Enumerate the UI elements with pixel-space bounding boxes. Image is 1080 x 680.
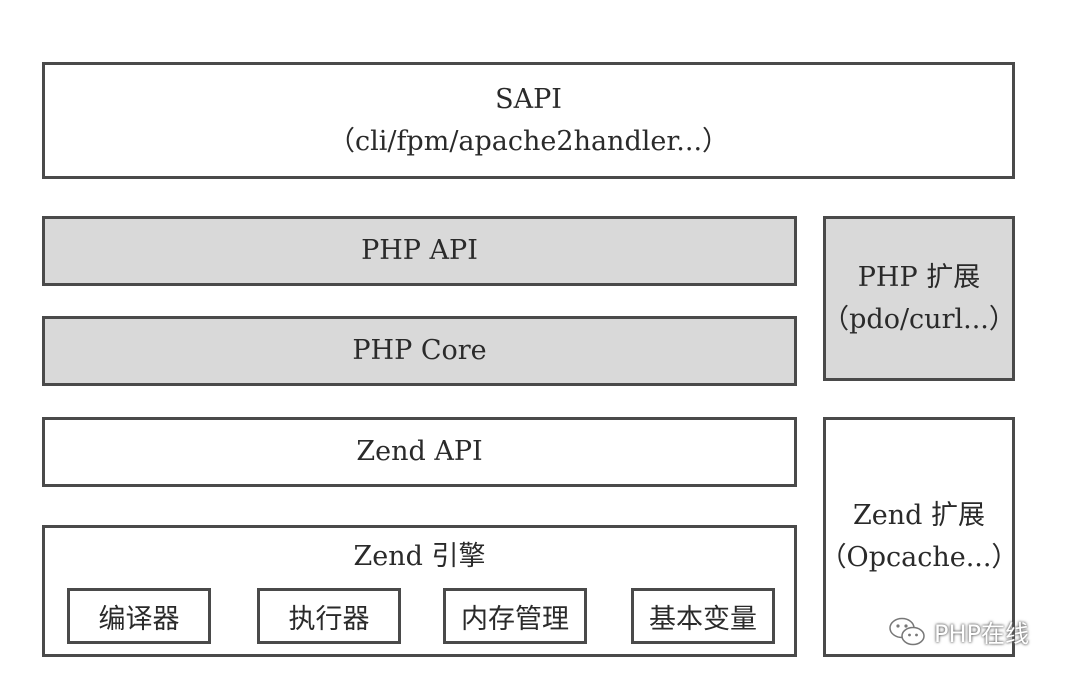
sapi-title: SAPI [495,83,562,115]
zend-api-layer: Zend API [42,417,797,487]
php-api-layer: PHP API [42,216,797,286]
memory-management-box: 内存管理 [443,588,587,644]
php-api-title: PHP API [361,235,478,266]
watermark-text: PHP在线 [934,620,1029,648]
wechat-icon [888,616,926,648]
zend-engine-layer: Zend 引擎 编译器 执行器 内存管理 基本变量 [42,525,797,657]
executor-box: 执行器 [257,588,401,644]
php-extension-title: PHP 扩展 [857,261,981,293]
zend-api-title: Zend API [356,436,483,467]
compiler-box: 编译器 [67,588,211,644]
php-core-title: PHP Core [352,335,487,366]
watermark: PHP在线 [888,614,1029,649]
sapi-subtitle: （cli/fpm/apache2handler...） [327,125,730,157]
zend-engine-title: Zend 引擎 [353,541,486,572]
sapi-layer: SAPI （cli/fpm/apache2handler...） [42,62,1015,179]
zend-extension-title: Zend 扩展 [853,500,985,531]
zend-extension-subtitle: （Opcache...） [819,542,1019,573]
php-extension-subtitle: （pdo/curl...） [822,303,1016,335]
basic-variables-box: 基本变量 [631,588,775,644]
php-core-layer: PHP Core [42,316,797,386]
zend-extension-layer: Zend 扩展 （Opcache...） [820,417,1018,657]
php-extension-layer: PHP 扩展 （pdo/curl...） [822,216,1016,381]
